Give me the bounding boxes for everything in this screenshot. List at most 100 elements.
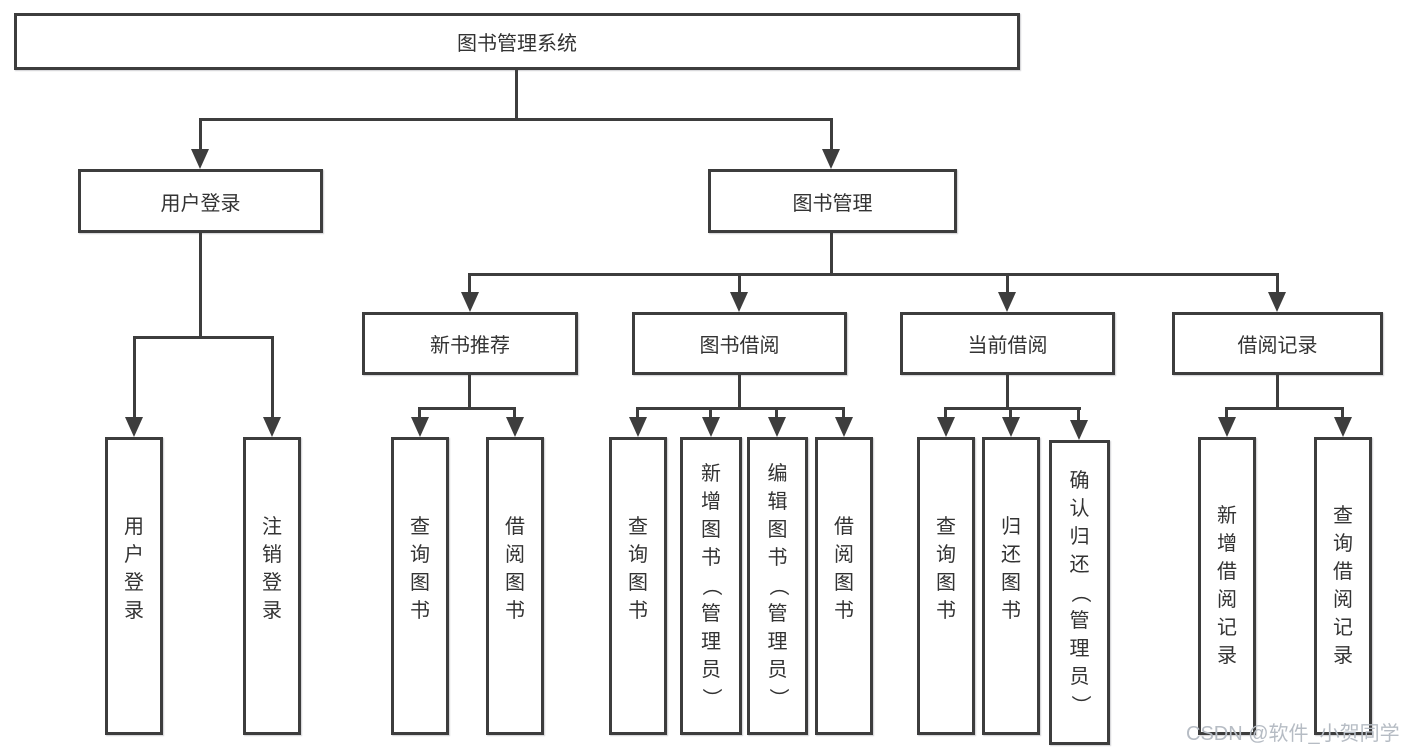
- csdn-watermark: CSDN @软件_小贺同学: [1186, 723, 1400, 745]
- vertical-char: （: [766, 576, 789, 596]
- node-book-management-label: 图书管理: [792, 192, 873, 215]
- vertical-char: ）: [1068, 694, 1091, 715]
- line-segment: [1225, 407, 1228, 419]
- node-return-books-label: 归还图书: [1001, 517, 1021, 621]
- line-segment: [134, 336, 273, 339]
- vertical-char: 员: [1069, 665, 1090, 688]
- arrow-down-icon: [1070, 420, 1088, 440]
- line-segment: [513, 407, 516, 419]
- line-segment: [1006, 273, 1009, 295]
- vertical-char: 阅: [834, 544, 854, 566]
- vertical-char: 确: [1069, 469, 1090, 492]
- line-segment: [738, 273, 741, 295]
- vertical-char: 图: [505, 572, 525, 594]
- line-segment: [1006, 375, 1009, 408]
- vertical-char: 还: [1001, 544, 1021, 566]
- node-query-borrow-record: 查询借阅记录: [1314, 437, 1372, 735]
- vertical-char: 图: [701, 519, 721, 541]
- vertical-char: 图: [767, 519, 788, 541]
- vertical-char: 管: [767, 603, 788, 625]
- arrow-down-icon: [937, 417, 955, 437]
- arrow-down-icon: [263, 417, 281, 437]
- vertical-char: 辑: [767, 491, 788, 513]
- line-segment: [420, 407, 516, 410]
- vertical-char: 用: [124, 516, 144, 538]
- node-user-login: 用户登录: [78, 169, 323, 233]
- node-add-borrow-record-label: 新增借阅记录: [1217, 506, 1237, 666]
- line-segment: [1077, 407, 1080, 422]
- node-return-books: 归还图书: [982, 437, 1040, 735]
- arrow-down-icon: [998, 292, 1016, 312]
- node-query-books-recommend-label: 查询图书: [410, 517, 430, 621]
- node-confirm-return-admin-label: 确认归还（管理员）: [1068, 469, 1091, 715]
- arrow-down-icon: [191, 149, 209, 169]
- line-segment: [944, 407, 947, 419]
- arrow-down-icon: [730, 292, 748, 312]
- vertical-char: 图: [1001, 572, 1021, 594]
- vertical-char: 图: [936, 572, 956, 594]
- vertical-char: ）: [700, 688, 722, 708]
- line-segment: [738, 375, 741, 408]
- line-segment: [199, 233, 202, 337]
- node-query-books-current: 查询图书: [917, 437, 975, 735]
- vertical-char: 阅: [505, 544, 525, 566]
- vertical-char: 归: [1069, 525, 1090, 548]
- line-segment: [842, 407, 845, 419]
- node-user-login-leaf: 用户登录: [105, 437, 163, 735]
- node-query-borrow-record-label: 查询借阅记录: [1333, 506, 1353, 666]
- line-segment: [470, 273, 1278, 276]
- line-segment: [830, 233, 833, 276]
- arrow-down-icon: [461, 292, 479, 312]
- vertical-char: 归: [1001, 516, 1021, 538]
- vertical-char: 还: [1069, 553, 1090, 576]
- node-new-book-recommend: 新书推荐: [362, 312, 578, 375]
- node-current-borrowing: 当前借阅: [900, 312, 1115, 375]
- vertical-char: 借: [1217, 561, 1237, 583]
- vertical-char: 书: [767, 547, 788, 569]
- line-segment: [468, 273, 471, 295]
- vertical-char: 书: [1001, 600, 1021, 622]
- node-borrowing-records: 借阅记录: [1172, 312, 1383, 375]
- vertical-char: 增: [701, 491, 721, 513]
- arrow-down-icon: [835, 417, 853, 437]
- line-segment: [709, 407, 712, 419]
- node-user-login-leaf-label: 用户登录: [124, 517, 144, 621]
- line-segment: [638, 407, 845, 410]
- line-segment: [946, 407, 1081, 410]
- vertical-char: ）: [766, 688, 789, 708]
- vertical-char: 借: [505, 516, 525, 538]
- line-segment: [199, 118, 202, 151]
- arrow-down-icon: [1002, 417, 1020, 437]
- node-borrow-books-recommend-label: 借阅图书: [505, 517, 525, 621]
- vertical-char: 书: [410, 600, 430, 622]
- line-segment: [271, 336, 274, 418]
- node-query-books-borrowing: 查询图书: [609, 437, 667, 735]
- vertical-char: 阅: [1217, 589, 1237, 611]
- node-query-books-recommend: 查询图书: [391, 437, 449, 735]
- vertical-char: 借: [1333, 561, 1353, 583]
- vertical-char: 图: [410, 572, 430, 594]
- line-segment: [830, 118, 833, 151]
- node-query-books-current-label: 查询图书: [936, 517, 956, 621]
- vertical-char: 查: [628, 516, 648, 538]
- node-logout-leaf-label: 注销登录: [262, 517, 282, 621]
- node-borrowing-records-label: 借阅记录: [1237, 335, 1318, 357]
- node-query-books-borrowing-label: 查询图书: [628, 517, 648, 621]
- line-segment: [1276, 273, 1279, 295]
- vertical-char: 询: [936, 544, 956, 566]
- node-library-system: 图书管理系统: [14, 13, 1020, 70]
- line-segment: [775, 407, 778, 419]
- node-book-management: 图书管理: [708, 169, 957, 233]
- arrow-down-icon: [1334, 417, 1352, 437]
- vertical-char: 询: [410, 544, 430, 566]
- vertical-char: 户: [124, 544, 144, 566]
- arrow-down-icon: [1268, 292, 1286, 312]
- vertical-char: 书: [701, 547, 721, 569]
- line-segment: [199, 118, 833, 121]
- vertical-char: 录: [262, 600, 282, 622]
- line-segment: [515, 70, 518, 118]
- arrow-down-icon: [629, 417, 647, 437]
- vertical-char: 查: [936, 516, 956, 538]
- vertical-char: 注: [262, 516, 282, 538]
- vertical-char: 书: [936, 600, 956, 622]
